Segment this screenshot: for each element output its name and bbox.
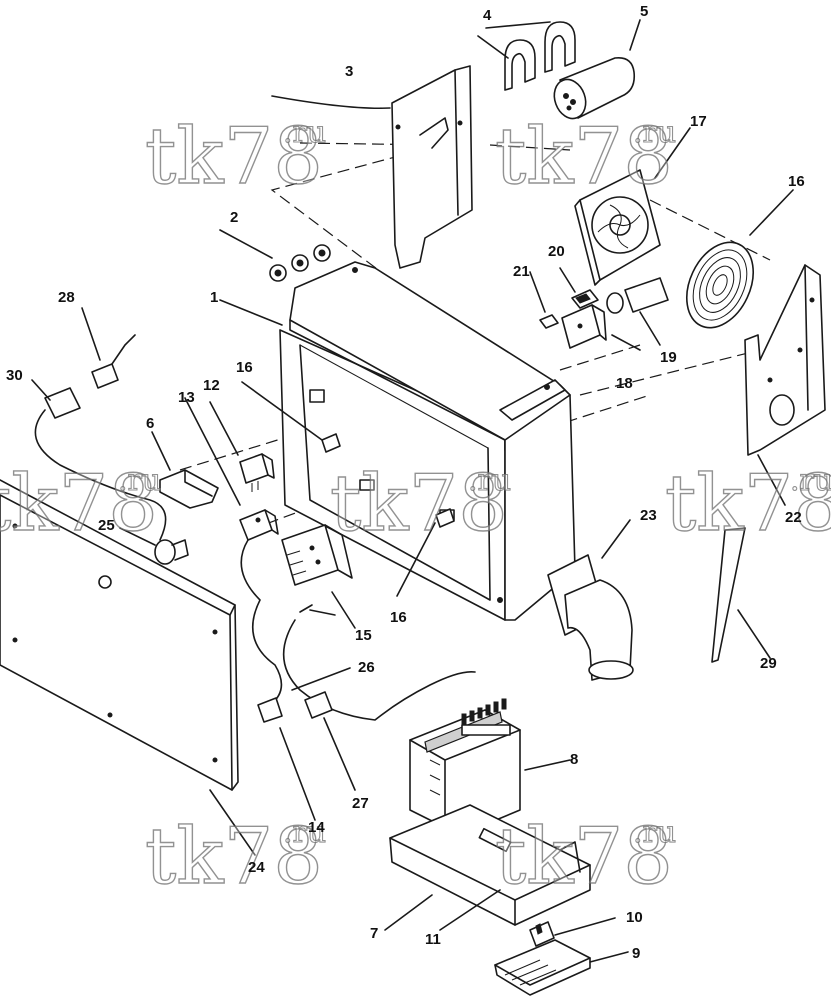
label-1: 1 xyxy=(210,289,218,306)
part-19-mount-block xyxy=(561,304,607,349)
label-6: 6 xyxy=(146,415,154,432)
label-8: 8 xyxy=(570,751,578,768)
label-25: 24 xyxy=(248,859,265,876)
svg-text:tk78: tk78 xyxy=(0,459,158,549)
label-28: 27 xyxy=(352,795,369,812)
watermark-mid-right: tk78 .ru xyxy=(664,458,831,549)
label-26: 25 xyxy=(98,517,115,534)
label-20: 19 xyxy=(660,349,677,366)
label-21: 20 xyxy=(548,243,565,260)
part-28-connector xyxy=(304,691,333,719)
svg-text:tk78: tk78 xyxy=(330,459,508,549)
watermark-mid-center: tk78 .ru xyxy=(329,458,511,549)
svg-text:.ru: .ru xyxy=(118,463,161,498)
part-12-relay xyxy=(239,453,275,492)
part-15-contactor xyxy=(281,524,353,586)
watermark-bottom-left: tk78 .ru xyxy=(144,811,326,902)
svg-text:.ru: .ru xyxy=(283,115,326,150)
svg-text:tk78: tk78 xyxy=(495,112,673,202)
label-27: 26 xyxy=(358,659,375,676)
label-23: 22 xyxy=(785,509,802,526)
svg-text:.ru: .ru xyxy=(283,815,326,850)
label-13: 13 xyxy=(178,389,195,406)
part-24-duct xyxy=(547,554,634,681)
part-21-connector xyxy=(571,289,599,309)
svg-text:tk78: tk78 xyxy=(145,812,323,902)
leader-lines xyxy=(31,19,794,963)
part-31-cable xyxy=(34,387,167,541)
part-7-base-plate xyxy=(389,804,591,926)
label-16-top: 16 xyxy=(236,359,253,376)
label-3: 3 xyxy=(345,63,353,80)
part-29-connector xyxy=(91,334,136,389)
part-16-clips xyxy=(321,433,455,528)
label-12: 12 xyxy=(203,377,220,394)
label-2: 2 xyxy=(230,209,238,226)
part-13-terminal xyxy=(239,509,279,541)
label-14: 14 xyxy=(308,819,325,836)
part-22-clip xyxy=(539,314,559,329)
label-16-bottom: 16 xyxy=(390,609,407,626)
part-5-capacitor xyxy=(553,56,636,120)
part-8-transformer xyxy=(409,698,521,836)
label-29: 28 xyxy=(58,289,75,306)
svg-text:.ru: .ru xyxy=(468,463,511,498)
watermark-mid-left: tk78 .ru xyxy=(0,458,162,549)
label-11: 11 xyxy=(425,931,441,948)
part-30-strap xyxy=(711,527,746,663)
label-4: 4 xyxy=(483,7,492,24)
part-10-terminal xyxy=(529,921,555,947)
label-22: 21 xyxy=(513,263,530,280)
label-18: 17 xyxy=(690,113,707,130)
label-15: 15 xyxy=(355,627,372,644)
label-30: 29 xyxy=(760,655,777,672)
part-6-module xyxy=(159,469,219,509)
part-23-side-bracket xyxy=(744,264,826,456)
part-27-wiring xyxy=(240,539,476,721)
label-17: 16 xyxy=(788,173,805,190)
svg-text:.ru: .ru xyxy=(633,815,676,850)
watermark-bottom-right: tk78 .ru xyxy=(494,811,676,902)
svg-text:tk78: tk78 xyxy=(495,812,673,902)
label-10: 10 xyxy=(626,909,643,926)
label-24: 23 xyxy=(640,507,657,524)
svg-text:.ru: .ru xyxy=(790,463,831,498)
part-4-clamps xyxy=(504,21,576,91)
watermark-top-right: tk78 .ru xyxy=(494,111,676,202)
part-17-fan-guard xyxy=(686,241,754,329)
label-5: 5 xyxy=(640,3,648,20)
part-2-grommets xyxy=(269,244,331,282)
callout-labels: 3 4 5 17 16 2 1 28 30 6 13 12 16 25 15 1… xyxy=(6,3,805,962)
label-31: 30 xyxy=(6,367,23,384)
part-9-heatsink xyxy=(494,939,591,996)
part-3-bracket-plate xyxy=(391,65,473,269)
part-1-main-frame xyxy=(279,261,576,621)
part-25-front-panel xyxy=(0,479,239,791)
label-7: 7 xyxy=(370,925,378,942)
watermark-top-left: tk78 .ru xyxy=(144,111,326,202)
part-14-connector xyxy=(257,697,283,723)
svg-text:tk78: tk78 xyxy=(665,459,831,549)
label-19: 18 xyxy=(616,375,633,392)
part-20-switch xyxy=(606,277,669,314)
part-26-button xyxy=(154,539,189,565)
label-9: 9 xyxy=(632,945,640,962)
svg-text:.ru: .ru xyxy=(633,115,676,150)
part-18-fan xyxy=(574,169,661,286)
svg-text:tk78: tk78 xyxy=(145,112,323,202)
